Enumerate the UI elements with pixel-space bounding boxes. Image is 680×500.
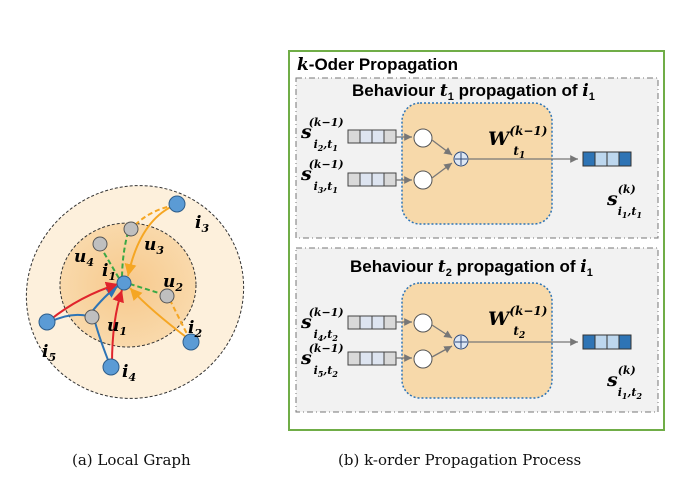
block-1-output-label: s(k)i1,t1: [606, 183, 642, 220]
block-2-input-a-vector: [347, 315, 397, 330]
node-u4: [92, 236, 108, 252]
block-1-neuron-a: [413, 128, 433, 148]
block-2-nn-box: [401, 282, 553, 399]
block-2-input-a-label: s(k−1)i4,t2: [300, 306, 344, 343]
block-2-neuron-b: [413, 349, 433, 369]
block-2-output-label: s(k)i1,t2: [606, 364, 642, 401]
edge-i2-i1: [129, 287, 191, 341]
local-graph: u4 u3 u2 u1 i1 i3 i2 i5 i4: [25, 185, 245, 399]
node-i3: [168, 195, 186, 213]
label-u3: u3: [144, 235, 164, 257]
block-1-nn-box: [401, 102, 553, 225]
node-i1: [116, 275, 132, 291]
block-1-weight: W(k−1)t1: [488, 124, 547, 161]
block-2-weight: W(k−1)t2: [488, 304, 547, 341]
edge-i3-i1: [124, 204, 176, 277]
edge-i4-i1-red: [111, 289, 124, 365]
behaviour-block-1: Behaviour t1 propagation of i1 s(k−1)i2,…: [295, 77, 659, 239]
caption-b: (b) k-order Propagation Process: [338, 451, 582, 469]
block-2-output-vector: [582, 334, 632, 350]
block-2-input-b-vector: [347, 351, 397, 366]
propagation-panel: k-Oder Propagation Behaviour t1 propagat…: [288, 50, 665, 431]
node-u1: [84, 309, 100, 325]
node-u2: [159, 288, 175, 304]
block-2-title: Behaviour t2 propagation of i1: [350, 257, 593, 279]
behaviour-block-2: Behaviour t2 propagation of i1 s(k−1)i4,…: [295, 247, 659, 413]
block-1-input-a-label: s(k−1)i2,t1: [300, 116, 344, 153]
label-i4: i4: [122, 362, 136, 384]
panel-title: k-Oder Propagation: [297, 55, 458, 75]
block-1-output-vector: [582, 151, 632, 167]
label-u1: u1: [107, 316, 127, 338]
block-1-title: Behaviour t1 propagation of i1: [352, 81, 595, 103]
label-i1: i1: [102, 261, 116, 283]
label-i5: i5: [42, 342, 56, 364]
block-1-neuron-b: [413, 170, 433, 190]
node-i5: [38, 313, 56, 331]
edge-i5-i1-red: [49, 281, 119, 321]
label-i3: i3: [195, 213, 209, 235]
edge-u4-i1: [99, 245, 121, 281]
node-u3: [123, 221, 139, 237]
caption-a: (a) Local Graph: [72, 451, 191, 469]
label-u2: u2: [163, 272, 183, 294]
edge-u2-i1: [129, 283, 166, 296]
label-u4: u4: [74, 247, 94, 269]
block-2-neuron-a: [413, 313, 433, 333]
block-1-input-b-vector: [347, 172, 397, 187]
label-i2: i2: [188, 318, 202, 340]
node-i4: [102, 358, 120, 376]
block-1-input-a-vector: [347, 129, 397, 144]
node-i2: [182, 333, 200, 351]
block-1-input-b-label: s(k−1)i3,t1: [300, 158, 344, 195]
block-2-input-b-label: s(k−1)i5,t2: [300, 342, 344, 379]
